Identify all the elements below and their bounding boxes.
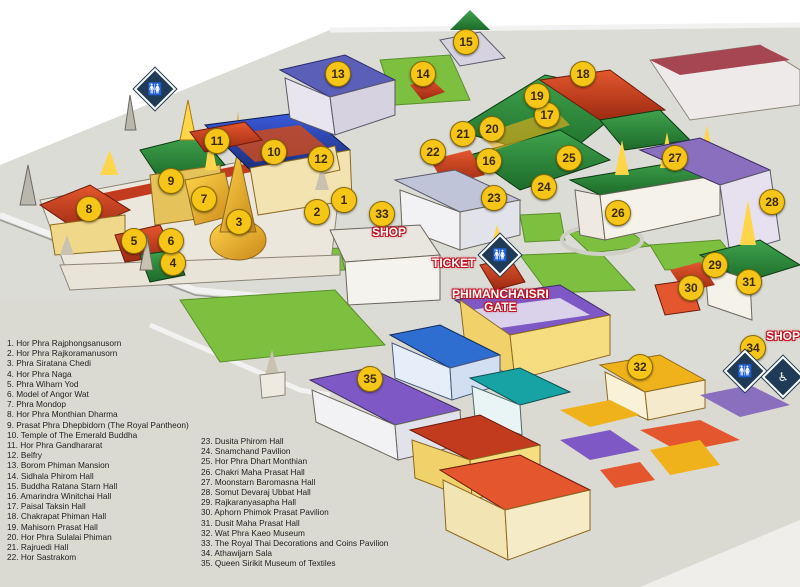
- legend-item: 24. Snamchand Pavilion: [201, 446, 291, 457]
- building-marker-14[interactable]: 14: [410, 61, 436, 87]
- building-marker-5[interactable]: 5: [121, 228, 147, 254]
- legend-item: 34. Athawijarn Sala: [201, 548, 273, 559]
- building-marker-25[interactable]: 25: [556, 145, 582, 171]
- legend-item: 10. Temple of The Emerald Buddha: [7, 429, 138, 440]
- legend-item: 12. Belfry: [7, 450, 43, 461]
- legend-item: 8. Hor Phra Monthian Dharma: [7, 409, 118, 420]
- legend-item: 32. Wat Phra Kaeo Museum: [201, 527, 305, 538]
- legend-item: 16. Amarindra Winitchai Hall: [7, 491, 112, 502]
- phimanchaisri-gate-label[interactable]: PHIMANCHAISRI GATE: [452, 287, 549, 314]
- legend-item: 25. Hor Phra Dhart Monthian: [201, 456, 308, 467]
- building-marker-35[interactable]: 35: [357, 366, 383, 392]
- building-marker-9[interactable]: 9: [158, 168, 184, 194]
- building-marker-4[interactable]: 4: [160, 250, 186, 276]
- building-marker-32[interactable]: 32: [627, 354, 653, 380]
- legend-item: 15. Buddha Ratana Starn Hall: [7, 480, 118, 491]
- legend-item: 35. Queen Sirikit Museum of Textiles: [201, 558, 336, 569]
- legend-item: 5. Phra Wiharn Yod: [7, 378, 79, 389]
- building-marker-27[interactable]: 27: [662, 145, 688, 171]
- shop-label-left[interactable]: SHOP: [372, 225, 407, 239]
- legend-item: 23. Dusita Phirom Hall: [201, 436, 284, 446]
- legend-item: 6. Model of Angor Wat: [7, 389, 89, 400]
- building-marker-28[interactable]: 28: [759, 189, 785, 215]
- building-marker-16[interactable]: 16: [476, 148, 502, 174]
- legend-item: 7. Phra Mondop: [7, 399, 67, 410]
- legend-item: 14. Sidhala Phirom Hall: [7, 470, 94, 481]
- building-marker-23[interactable]: 23: [481, 185, 507, 211]
- legend-item: 27. Moonstarn Baromasna Hall: [201, 476, 316, 487]
- building-marker-31[interactable]: 31: [736, 269, 762, 295]
- legend-item: 3. Phra Siratana Chedi: [7, 358, 91, 369]
- building-marker-11[interactable]: 11: [204, 128, 230, 154]
- building-marker-34[interactable]: 34: [740, 335, 766, 361]
- legend-item: 1. Hor Phra Rajphongsanusorn: [7, 338, 122, 348]
- legend-item: 31. Dusit Maha Prasat Hall: [201, 517, 300, 528]
- legend-item: 11. Hor Phra Gandhararat: [7, 440, 103, 451]
- building-marker-1[interactable]: 1: [331, 187, 357, 213]
- building-marker-20[interactable]: 20: [479, 116, 505, 142]
- legend-item: 4. Hor Phra Naga: [7, 368, 72, 379]
- legend-item: 20. Hor Phra Sulalai Phiman: [7, 531, 112, 542]
- legend-item: 28. Somut Devaraj Ubbat Hall: [201, 487, 311, 498]
- building-marker-3[interactable]: 3: [226, 209, 252, 235]
- legend-item: 19. Mahisorn Prasat Hall: [7, 521, 98, 532]
- building-marker-13[interactable]: 13: [325, 61, 351, 87]
- ticket-label[interactable]: TICKET: [432, 256, 476, 270]
- building-marker-8[interactable]: 8: [76, 196, 102, 222]
- legend-item: 21. Rajruedi Hall: [7, 542, 69, 553]
- building-marker-18[interactable]: 18: [570, 61, 596, 87]
- legend-item: 30. Aphorn Phimok Prasat Pavilion: [201, 507, 329, 518]
- building-marker-30[interactable]: 30: [678, 275, 704, 301]
- building-marker-19[interactable]: 19: [524, 83, 550, 109]
- legend-item: 22. Hor Sastrakom: [7, 552, 77, 563]
- legend-item: 18. Chakrapat Phiman Hall: [7, 511, 107, 522]
- lawn-front: [179, 289, 387, 363]
- building-marker-7[interactable]: 7: [191, 186, 217, 212]
- shop-label-right[interactable]: SHOP: [766, 329, 800, 343]
- building-marker-10[interactable]: 10: [261, 139, 287, 165]
- building-marker-24[interactable]: 24: [531, 174, 557, 200]
- building-marker-22[interactable]: 22: [420, 139, 446, 165]
- building-marker-26[interactable]: 26: [605, 200, 631, 226]
- legend-item: 26. Chakri Maha Prasat Hall: [201, 466, 305, 477]
- building-marker-15[interactable]: 15: [453, 29, 479, 55]
- building-marker-29[interactable]: 29: [702, 252, 728, 278]
- building-marker-33[interactable]: 33: [369, 201, 395, 227]
- legend-item: 33. The Royal Thai Decorations and Coins…: [201, 538, 389, 549]
- building-marker-12[interactable]: 12: [308, 146, 334, 172]
- legend-item: 13. Borom Phiman Mansion: [7, 460, 110, 471]
- building-marker-21[interactable]: 21: [450, 121, 476, 147]
- legend-item: 2. Hor Phra Rajkoramanusorn: [7, 348, 118, 359]
- legend-item: 29. Rajkaranyasapha Hall: [201, 497, 297, 508]
- building-marker-6[interactable]: 6: [158, 228, 184, 254]
- building-marker-2[interactable]: 2: [304, 199, 330, 225]
- legend-item: 9. Prasat Phra Dhepbidorn (The Royal Pan…: [7, 419, 189, 430]
- legend-item: 17. Paisal Taksin Hall: [7, 501, 86, 512]
